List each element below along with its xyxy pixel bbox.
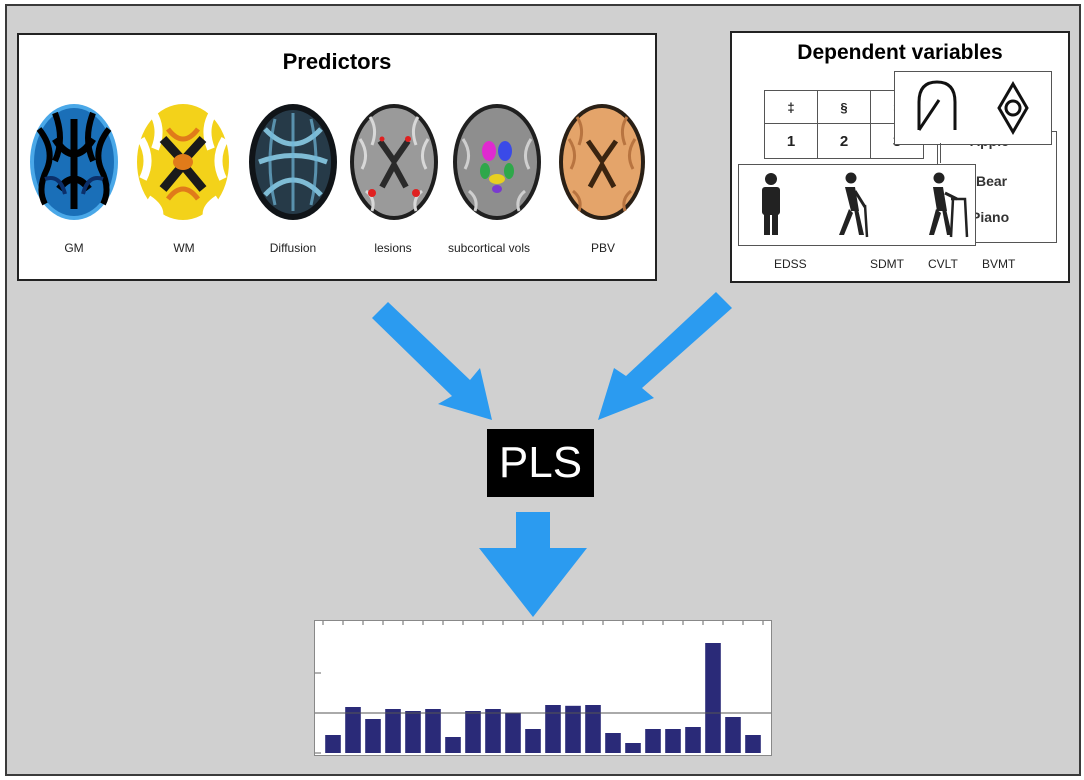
bar xyxy=(365,719,381,753)
dependent-variables-panel: Dependent variables ‡ § ¤ 1 2 3 Apple Be… xyxy=(730,31,1070,283)
person-with-walker-icon xyxy=(929,172,969,238)
connector-line xyxy=(940,143,941,163)
bar xyxy=(545,705,561,753)
figure-drawings xyxy=(917,80,1029,135)
predictors-panel: Predictors GM WM Diffusion xyxy=(17,33,657,281)
people-icons xyxy=(762,172,969,238)
dependent-variables-title: Dependent variables xyxy=(797,41,1003,64)
bar xyxy=(665,729,681,753)
arc-figure-icon xyxy=(917,80,957,131)
bar xyxy=(325,735,341,753)
loadings-bar-chart xyxy=(314,620,772,756)
bar xyxy=(525,729,541,753)
down-arrow-icon xyxy=(479,512,587,617)
number-cell: 2 xyxy=(817,123,871,159)
bar xyxy=(445,737,461,753)
diamond-figure-icon xyxy=(997,81,1029,135)
bar xyxy=(605,733,621,753)
left-arrow-icon xyxy=(372,302,492,420)
bar xyxy=(725,717,741,753)
subcortical-vols-brain-image xyxy=(453,104,541,220)
right-arrow-icon xyxy=(598,292,732,420)
figure-drawing-box xyxy=(894,71,1052,145)
bar xyxy=(405,711,421,753)
cvlt-label: CVLT xyxy=(928,257,958,271)
subcortical-vols-label: subcortical vols xyxy=(447,241,531,255)
wm-brain-image xyxy=(137,104,229,221)
bar xyxy=(685,727,701,753)
bar xyxy=(505,713,521,753)
bvmt-label: BVMT xyxy=(982,257,1016,271)
bar xyxy=(345,707,361,753)
bar xyxy=(485,709,501,753)
bar-chart-svg xyxy=(315,621,771,754)
bar xyxy=(745,735,761,753)
bar xyxy=(385,709,401,753)
bar xyxy=(465,711,481,753)
bar xyxy=(425,709,441,753)
gm-brain-image xyxy=(30,104,118,220)
diffusion-brain-image xyxy=(249,104,337,220)
predictors-title: Predictors xyxy=(282,49,392,74)
gm-label: GM xyxy=(64,241,84,255)
word-item: Piano xyxy=(971,209,1010,225)
edss-label: EDSS xyxy=(774,257,807,271)
bar xyxy=(625,743,641,753)
people-icons-box xyxy=(738,164,976,246)
person-with-cane-icon xyxy=(839,172,869,238)
bar xyxy=(585,705,601,753)
diffusion-label: Diffusion xyxy=(269,241,317,255)
lesions-label: lesions xyxy=(374,241,412,255)
word-item: Bear xyxy=(976,173,1008,189)
wm-label: WM xyxy=(173,241,195,255)
bar xyxy=(645,729,661,753)
bar xyxy=(565,705,581,753)
pbv-brain-image xyxy=(559,104,645,220)
pbv-label: PBV xyxy=(590,241,615,255)
bar xyxy=(705,643,721,753)
lesions-brain-image xyxy=(350,104,438,220)
pls-label: PLS xyxy=(487,429,594,497)
standing-person-icon xyxy=(762,173,780,235)
sdmt-label: SDMT xyxy=(870,257,904,271)
